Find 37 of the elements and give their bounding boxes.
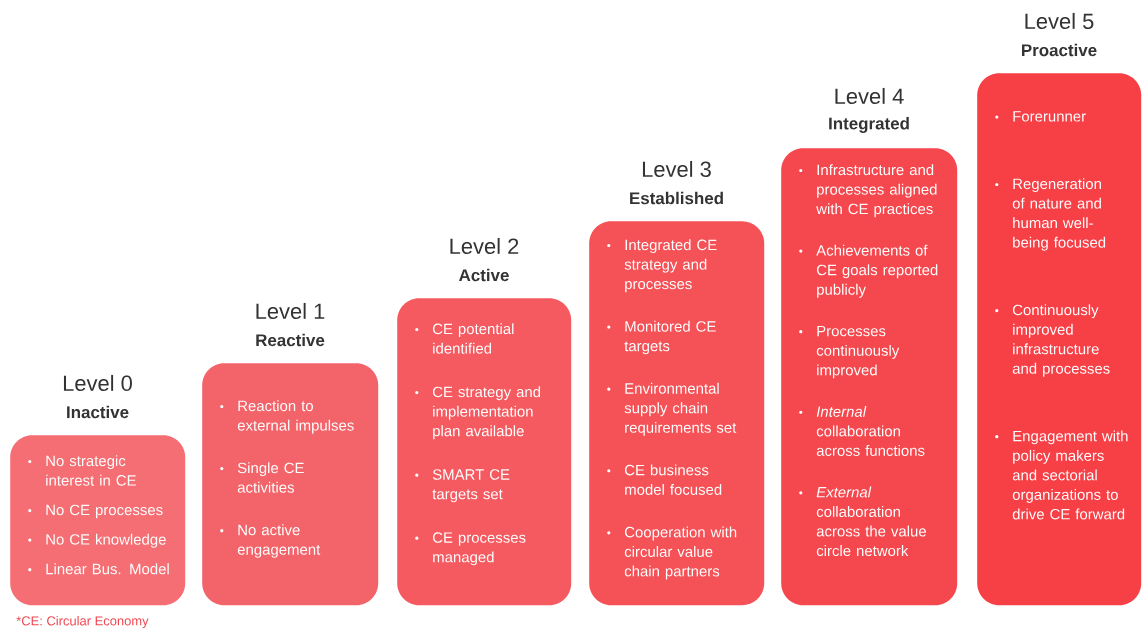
- bullet-item: Reaction to external impulses: [220, 400, 354, 434]
- bullet-item: SMART CE targets set: [415, 469, 510, 503]
- level-name: Inactive: [67, 405, 129, 419]
- bullet-item: CE potential identified: [415, 323, 514, 354]
- bullet-item: CE processes managed: [415, 532, 526, 566]
- bullet-item: No CE processes: [28, 504, 163, 519]
- level-name: Integrated: [829, 117, 909, 133]
- bullet-item: External collaboration across the value circle network: [799, 486, 926, 557]
- level-heading: Level 1: [256, 302, 325, 320]
- bullet-item: Cooperation with circular value chain partners: [607, 526, 737, 580]
- level-heading: Level 3: [642, 160, 711, 178]
- level-heading: Level 2: [450, 237, 519, 255]
- level-name: Reactive: [256, 333, 325, 347]
- bullet-item: Environmental supply chain requirements set: [607, 382, 737, 436]
- level-name: Established: [630, 191, 723, 205]
- bullet-item: Linear Bus. Model: [28, 563, 169, 575]
- bullet-item: No active engagement: [220, 524, 321, 558]
- bullet-item: CE strategy and implementation plan available: [415, 386, 541, 440]
- bullet-item: Processes continuously improved: [799, 325, 900, 379]
- bullet-item: Single CE activities: [220, 462, 304, 493]
- bullet-item: No strategic interest in CE: [28, 455, 136, 486]
- level-name: Proactive: [1022, 43, 1097, 57]
- bullet-item: Continuously improved infrastructure and processes: [995, 304, 1110, 377]
- bullet-item: Infrastructure and processes aligned with CE practices: [799, 164, 937, 218]
- level-heading: Level 0: [63, 374, 132, 392]
- level-heading: Level 4: [835, 87, 904, 105]
- bullet-item: Integrated CE strategy and processes: [607, 239, 717, 293]
- bullet-item: Forerunner: [995, 111, 1086, 122]
- bullet-item: Monitored CE targets: [607, 320, 716, 355]
- bullet-item: Internal collaboration across functions: [799, 405, 925, 456]
- bullet-item: Regeneration of nature and human well-being focused: [995, 178, 1106, 251]
- bullet-item: Achievements of CE goals reported publicly: [799, 244, 938, 298]
- level-name: Active: [459, 268, 509, 282]
- bullet-item: CE business model focused: [607, 464, 722, 495]
- bullet-item: No CE knowledge: [28, 533, 166, 548]
- bullet-item: Engagement with policy makers and sectorial organizations to drive CE forward: [995, 430, 1128, 520]
- level-heading: Level 5: [1025, 12, 1094, 30]
